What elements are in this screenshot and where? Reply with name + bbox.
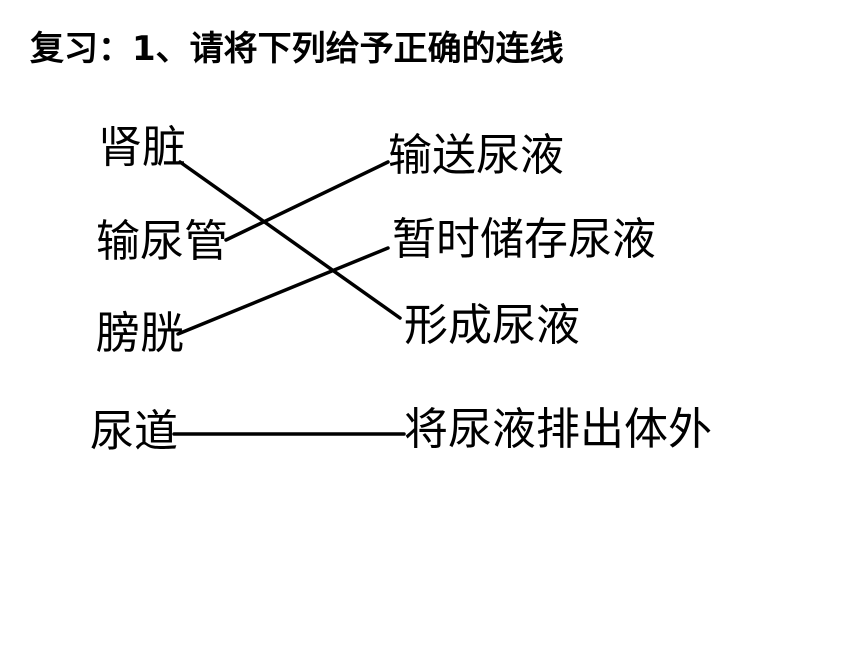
page-title: 复习：1、请将下列给予正确的连线 xyxy=(30,29,564,69)
right-term-form-urine: 形成尿液 xyxy=(404,300,580,351)
left-term-ureter: 输尿管 xyxy=(96,216,228,267)
left-term-kidney: 肾脏 xyxy=(98,122,186,173)
right-term-excrete-urine: 将尿液排出体外 xyxy=(404,404,712,455)
left-term-urethra: 尿道 xyxy=(90,406,178,457)
right-term-store-urine: 暂时储存尿液 xyxy=(392,214,656,265)
connector-ureter-transport-urine xyxy=(224,160,390,242)
right-term-transport-urine: 输送尿液 xyxy=(388,130,564,181)
left-term-bladder: 膀胱 xyxy=(96,308,184,359)
